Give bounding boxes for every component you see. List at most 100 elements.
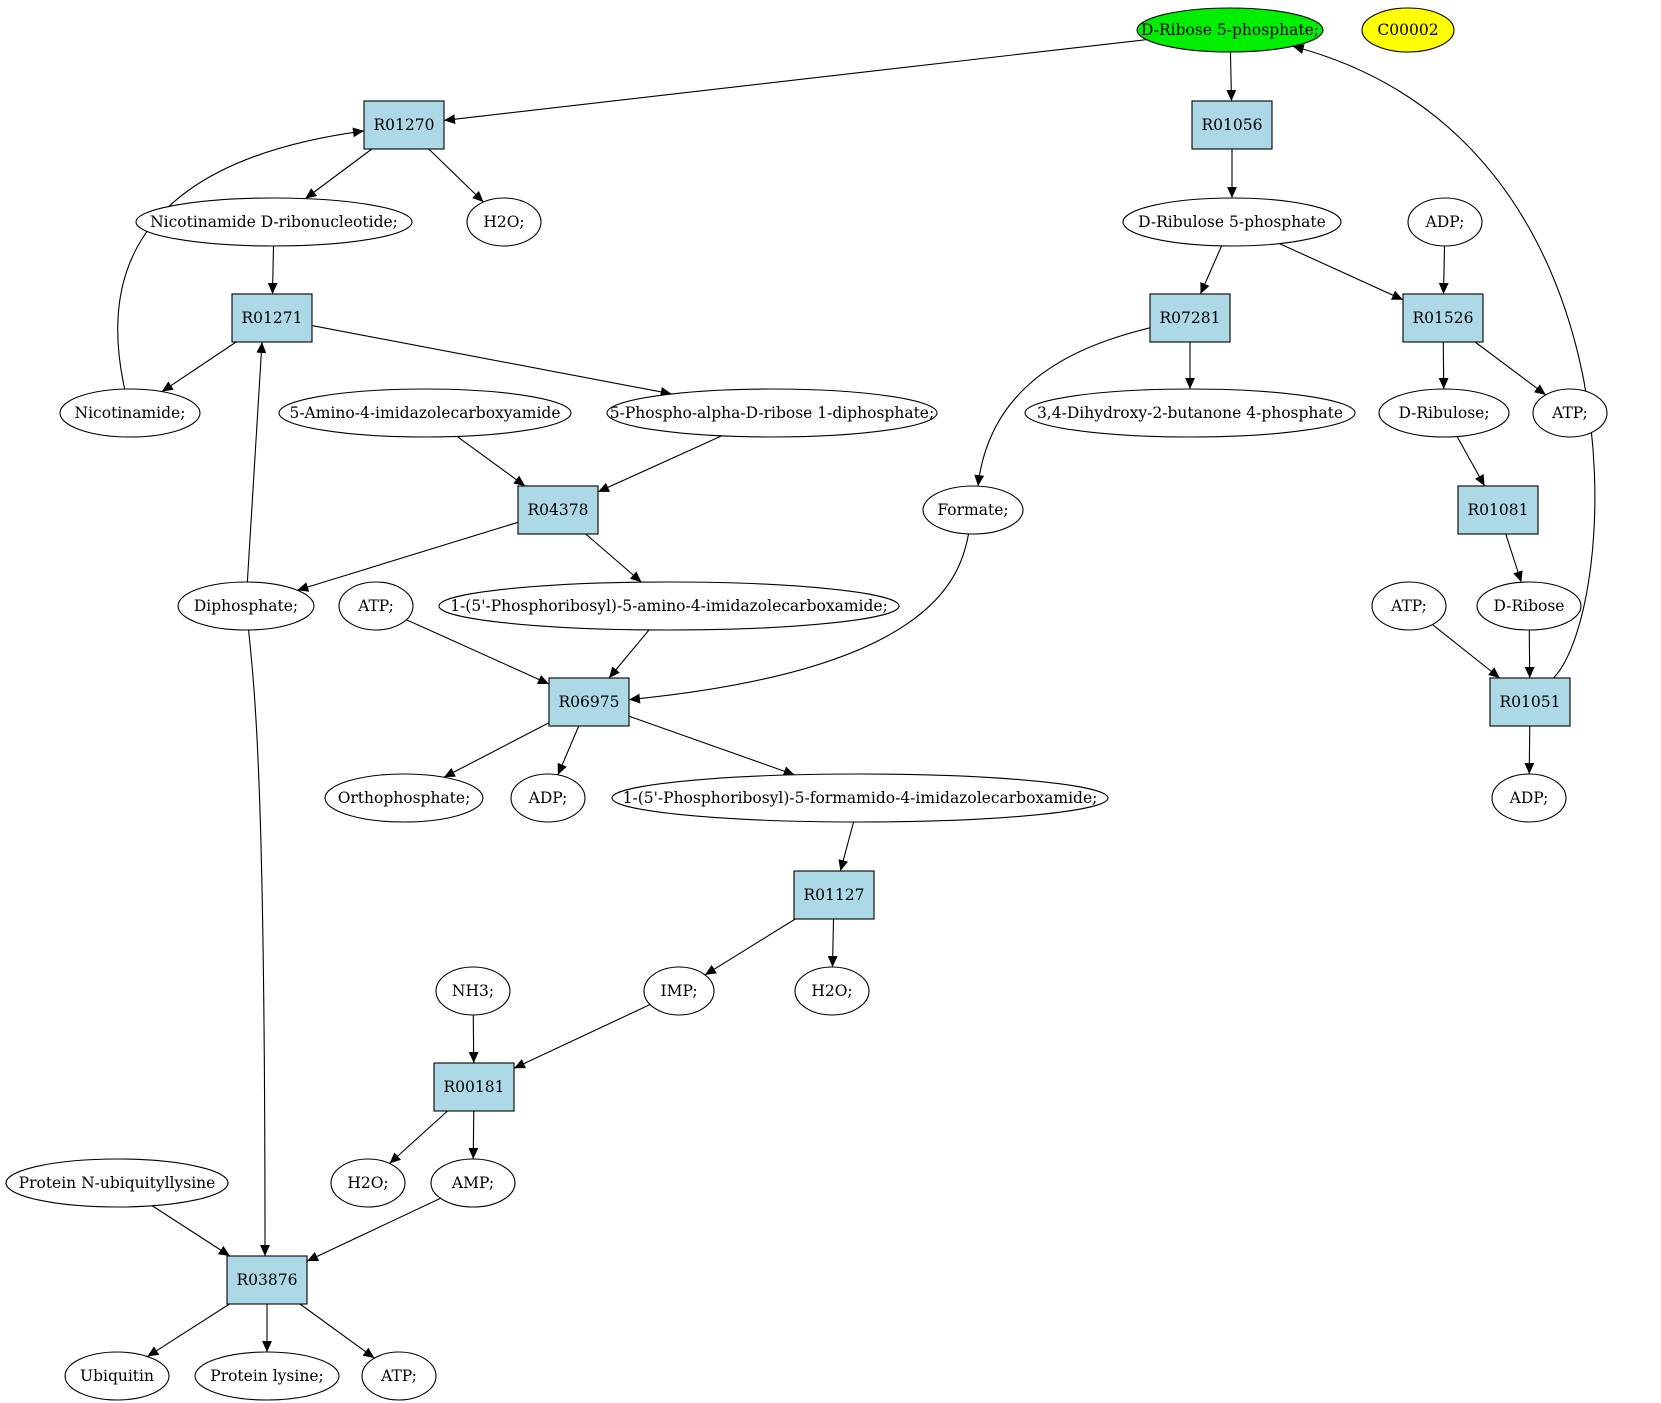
compound-ellipse[interactable] [430,1158,516,1208]
reaction-box[interactable] [1489,677,1571,727]
reaction-node-R01051[interactable]: R01051 [1489,677,1571,727]
compound-ellipse[interactable] [510,773,586,823]
compound-ellipse[interactable] [794,966,870,1016]
compound-node-h2o_1[interactable]: H2O; [466,197,542,247]
compound-ellipse[interactable] [135,197,413,247]
compound-node-amp[interactable]: AMP; [430,1158,516,1208]
reaction-node-R00181[interactable]: R00181 [433,1062,515,1112]
node-label: H2O; [483,213,524,231]
compound-node-aica[interactable]: 5-Amino-4-imidazolecarboxyamide [278,388,572,438]
compound-ellipse[interactable] [435,966,511,1016]
reaction-box[interactable] [226,1255,308,1305]
compound-ellipse[interactable] [5,1158,229,1208]
compound-node-dribulose[interactable]: D-Ribulose; [1378,388,1510,438]
reaction-box[interactable] [548,677,630,727]
compound-node-adp_1[interactable]: ADP; [1407,197,1483,247]
compound-ellipse[interactable] [330,1158,406,1208]
compound-ellipse[interactable] [1378,388,1510,438]
compound-ellipse[interactable] [1122,197,1342,247]
reaction-box[interactable] [363,100,445,150]
reaction-node-R07281[interactable]: R07281 [1149,293,1231,343]
edge-diphosphate-to-R03876 [248,629,270,1257]
compound-node-prpp[interactable]: 5-Phospho-alpha-D-ribose 1-diphosphate; [606,388,938,438]
reaction-box[interactable] [433,1062,515,1112]
reaction-node-R01270[interactable]: R01270 [363,100,445,150]
compound-ellipse[interactable] [338,581,414,631]
compound-ellipse[interactable] [1024,388,1356,438]
compound-ellipse[interactable] [438,581,900,631]
reaction-node-R03876[interactable]: R03876 [226,1255,308,1305]
compound-node-imp[interactable]: IMP; [643,966,715,1016]
compound-ellipse[interactable] [466,197,542,247]
compound-node-atp_4[interactable]: ATP; [361,1351,437,1401]
edge-drul5p-to-R01526 [1279,243,1404,301]
compound-ellipse[interactable] [59,388,201,438]
compound-node-ortho[interactable]: Orthophosphate; [324,773,484,823]
reaction-node-R01127[interactable]: R01127 [793,870,875,920]
reaction-node-R01526[interactable]: R01526 [1402,293,1484,343]
compound-node-nh3[interactable]: NH3; [435,966,511,1016]
compound-node-aicar[interactable]: 1-(5'-Phosphoribosyl)-5-amino-4-imidazol… [438,581,900,631]
compound-ellipse[interactable] [177,581,315,631]
compound-ellipse[interactable] [1407,197,1483,247]
compound-node-plys[interactable]: Protein lysine; [194,1351,340,1401]
compound-node-nicotinamide[interactable]: Nicotinamide; [59,388,201,438]
compound-ellipse[interactable] [278,388,572,438]
reaction-box[interactable] [517,485,599,535]
compound-node-pnul[interactable]: Protein N-ubiquityllysine [5,1158,229,1208]
edge-R04378-to-diphosphate [297,521,519,592]
compound-ellipse[interactable] [361,1351,437,1401]
reaction-box[interactable] [1191,100,1273,150]
node-label: ATP; [1390,597,1427,615]
compound-ellipse[interactable] [1136,7,1324,53]
compound-ellipse[interactable] [611,773,1109,823]
compound-node-h2o_2[interactable]: H2O; [794,966,870,1016]
compound-ellipse[interactable] [1532,388,1608,438]
compound-node-faicar[interactable]: 1-(5'-Phosphoribosyl)-5-formamido-4-imid… [611,773,1109,823]
reaction-node-R06975[interactable]: R06975 [548,677,630,727]
reaction-box[interactable] [231,293,313,343]
reaction-box[interactable] [1457,485,1539,535]
reaction-box[interactable] [1402,293,1484,343]
compound-node-atp_2[interactable]: ATP; [338,581,414,631]
edge-nmn-to-R01271 [267,245,278,295]
reaction-box[interactable] [793,870,875,920]
compound-ellipse[interactable] [64,1351,170,1401]
node-label: 1-(5'-Phosphoribosyl)-5-formamido-4-imid… [623,789,1098,807]
compound-node-h2o_3[interactable]: H2O; [330,1158,406,1208]
compound-node-drul5p[interactable]: D-Ribulose 5-phosphate [1122,197,1342,247]
edge-R01526-to-atp_1 [1474,341,1547,396]
compound-node-dr5p[interactable]: D-Ribose 5-phosphate; [1136,7,1324,53]
compound-ellipse[interactable] [1361,7,1455,53]
edge-diphosphate-to-R01271 [246,341,267,583]
node-label: H2O; [347,1174,388,1192]
compound-node-c00002[interactable]: C00002 [1361,7,1455,53]
compound-node-adp_3[interactable]: ADP; [1491,773,1567,823]
node-label: Nicotinamide; [75,404,186,422]
reaction-node-R01056[interactable]: R01056 [1191,100,1273,150]
compound-node-atp_1[interactable]: ATP; [1532,388,1608,438]
compound-node-atp_3[interactable]: ATP; [1371,581,1447,631]
reaction-node-R01271[interactable]: R01271 [231,293,313,343]
reaction-node-R04378[interactable]: R04378 [517,485,599,535]
node-label: Protein lysine; [210,1367,323,1385]
compound-ellipse[interactable] [324,773,484,823]
compound-ellipse[interactable] [922,485,1024,535]
compound-node-dhbp[interactable]: 3,4-Dihydroxy-2-butanone 4-phosphate [1024,388,1356,438]
compound-ellipse[interactable] [606,388,938,438]
compound-ellipse[interactable] [1476,581,1582,631]
compound-node-nmn[interactable]: Nicotinamide D-ribonucleotide; [135,197,413,247]
compound-node-diphosphate[interactable]: Diphosphate; [177,581,315,631]
compound-ellipse[interactable] [643,966,715,1016]
reaction-box[interactable] [1149,293,1231,343]
compound-node-adp_2[interactable]: ADP; [510,773,586,823]
compound-node-ubiquitin[interactable]: Ubiquitin [64,1351,170,1401]
compound-ellipse[interactable] [1491,773,1567,823]
compound-node-dribose[interactable]: D-Ribose [1476,581,1582,631]
reaction-node-R01081[interactable]: R01081 [1457,485,1539,535]
compound-node-formate[interactable]: Formate; [922,485,1024,535]
compound-ellipse[interactable] [194,1351,340,1401]
compound-ellipse[interactable] [1371,581,1447,631]
edge-R01270-to-h2o_1 [428,148,484,203]
